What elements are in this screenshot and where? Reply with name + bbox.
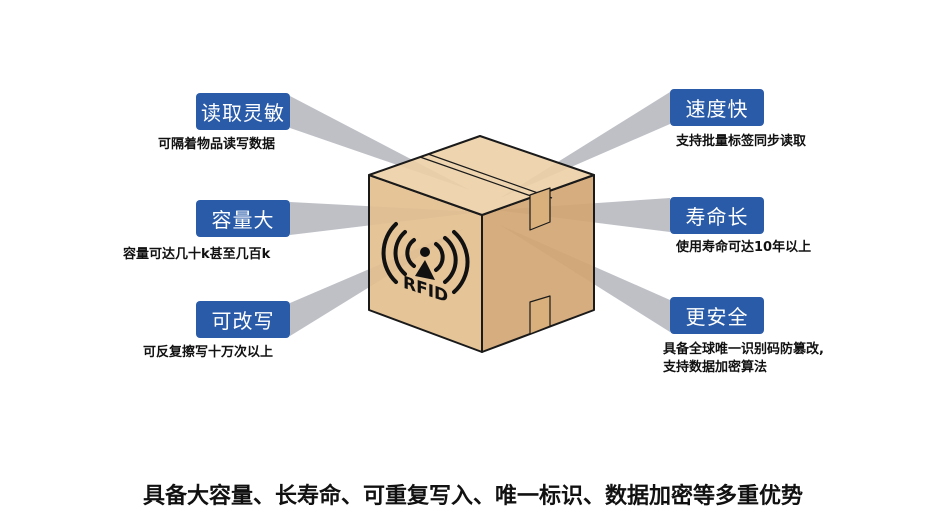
feature-caption-speed: 支持批量标签同步读取 (676, 134, 807, 149)
box-top-face (368, 135, 595, 216)
feature-tag-read: 读取灵敏 (196, 93, 290, 130)
feature-caption-secure: 具备全球唯一识别码防篡改, (663, 342, 824, 357)
feature-caption-life: 使用寿命可达10年以上 (676, 240, 812, 255)
rfid-signal-icon (381, 222, 470, 294)
feature-caption-rewrite: 可反复擦写十万次以上 (143, 345, 274, 360)
feature-caption-read: 可隔着物品读写数据 (158, 137, 276, 152)
tape-flap (529, 187, 551, 231)
feature-caption-capacity: 容量可达几十k甚至几百k (123, 247, 271, 262)
feature-tag-speed: 速度快 (670, 89, 764, 126)
tape-bottom (529, 295, 551, 335)
feature-tag-life: 寿命长 (670, 197, 764, 234)
footer-summary: 具备大容量、长寿命、可重复写入、唯一标识、数据加密等多重优势 (142, 484, 803, 509)
feature-tag-rewrite: 可改写 (196, 301, 290, 338)
feature-tag-secure: 更安全 (670, 297, 764, 334)
cardboard-box (368, 135, 595, 353)
feature-tag-capacity: 容量大 (196, 200, 290, 237)
feature-caption-secure-2: 支持数据加密算法 (663, 360, 768, 375)
